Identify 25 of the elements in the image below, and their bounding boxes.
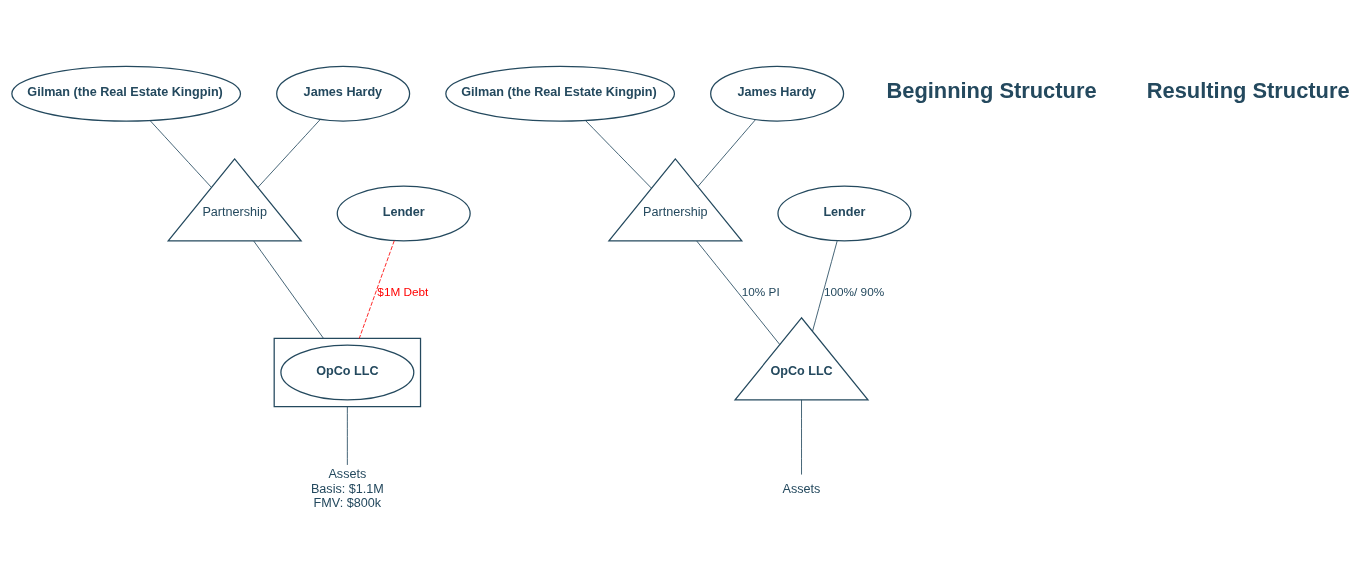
node-ellipse: Lender	[336, 185, 471, 241]
connector	[253, 240, 324, 339]
connector	[257, 118, 321, 188]
cluster	[273, 337, 422, 407]
node-ellipse: Gilman (the Real Estate Kingpin)	[11, 65, 242, 122]
node-ellipse: Gilman (the Real Estate Kingpin)	[445, 65, 676, 122]
connector	[585, 119, 652, 188]
node-ellipse: Lender	[777, 185, 912, 241]
connector	[149, 119, 212, 188]
connector	[358, 239, 395, 339]
node-text: Assets	[782, 481, 821, 496]
connector	[696, 240, 781, 345]
node-ellipse: OpCo LLC	[280, 344, 415, 400]
connector	[697, 118, 756, 187]
connector	[812, 240, 838, 332]
label: Resulting Structure	[1146, 77, 1350, 103]
label: Beginning Structure	[886, 77, 1097, 103]
connector	[801, 398, 802, 475]
edge-label: 10% PI	[741, 284, 780, 298]
edge-label: $1M Debt	[377, 284, 429, 298]
edge-label: 100%/ 90%	[823, 284, 885, 298]
node-ellipse: James Hardy	[276, 65, 411, 122]
node-text: Assets Basis: $1.1M FMV: $800k	[310, 466, 384, 510]
connector	[346, 405, 348, 465]
node-ellipse: James Hardy	[710, 65, 845, 122]
